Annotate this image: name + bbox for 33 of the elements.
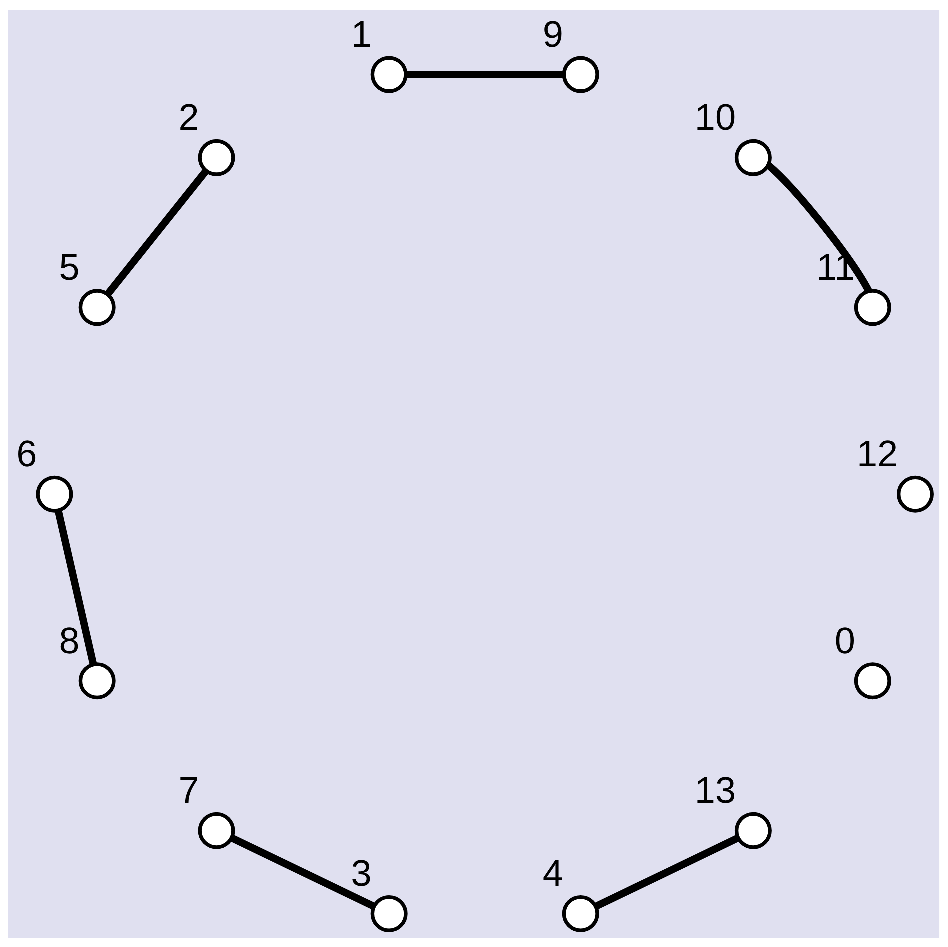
node-circle	[36, 475, 74, 512]
node-label: 2	[178, 96, 200, 138]
connector	[594, 834, 740, 910]
node-label: 4	[542, 852, 564, 894]
connector	[406, 70, 564, 78]
node-label: 1	[351, 14, 372, 55]
node-circle	[734, 812, 772, 849]
node-label: 12	[856, 433, 898, 474]
node-label: 3	[351, 852, 372, 894]
node-circle	[198, 812, 236, 849]
node-circle	[562, 894, 600, 932]
node-circle	[854, 288, 892, 326]
node-circle	[370, 894, 408, 932]
connector	[54, 509, 98, 665]
node-circle	[734, 138, 772, 176]
node-label: 6	[16, 433, 38, 474]
node-label: 10	[694, 96, 736, 138]
node-label: 8	[59, 620, 80, 661]
connector	[105, 168, 210, 296]
node-circle	[198, 138, 236, 176]
node-circle	[562, 56, 600, 93]
node-label: 7	[178, 770, 200, 811]
node-circle	[854, 662, 892, 700]
node-label: 0	[834, 620, 856, 661]
node-label: 5	[59, 246, 80, 288]
node-circle	[370, 56, 408, 93]
node-circle	[78, 662, 116, 700]
node-circle	[896, 475, 934, 512]
node-label: 13	[694, 770, 736, 811]
connector	[230, 834, 376, 910]
connector	[766, 162, 872, 292]
node-label: 9	[542, 14, 564, 55]
node-circle	[78, 288, 116, 326]
